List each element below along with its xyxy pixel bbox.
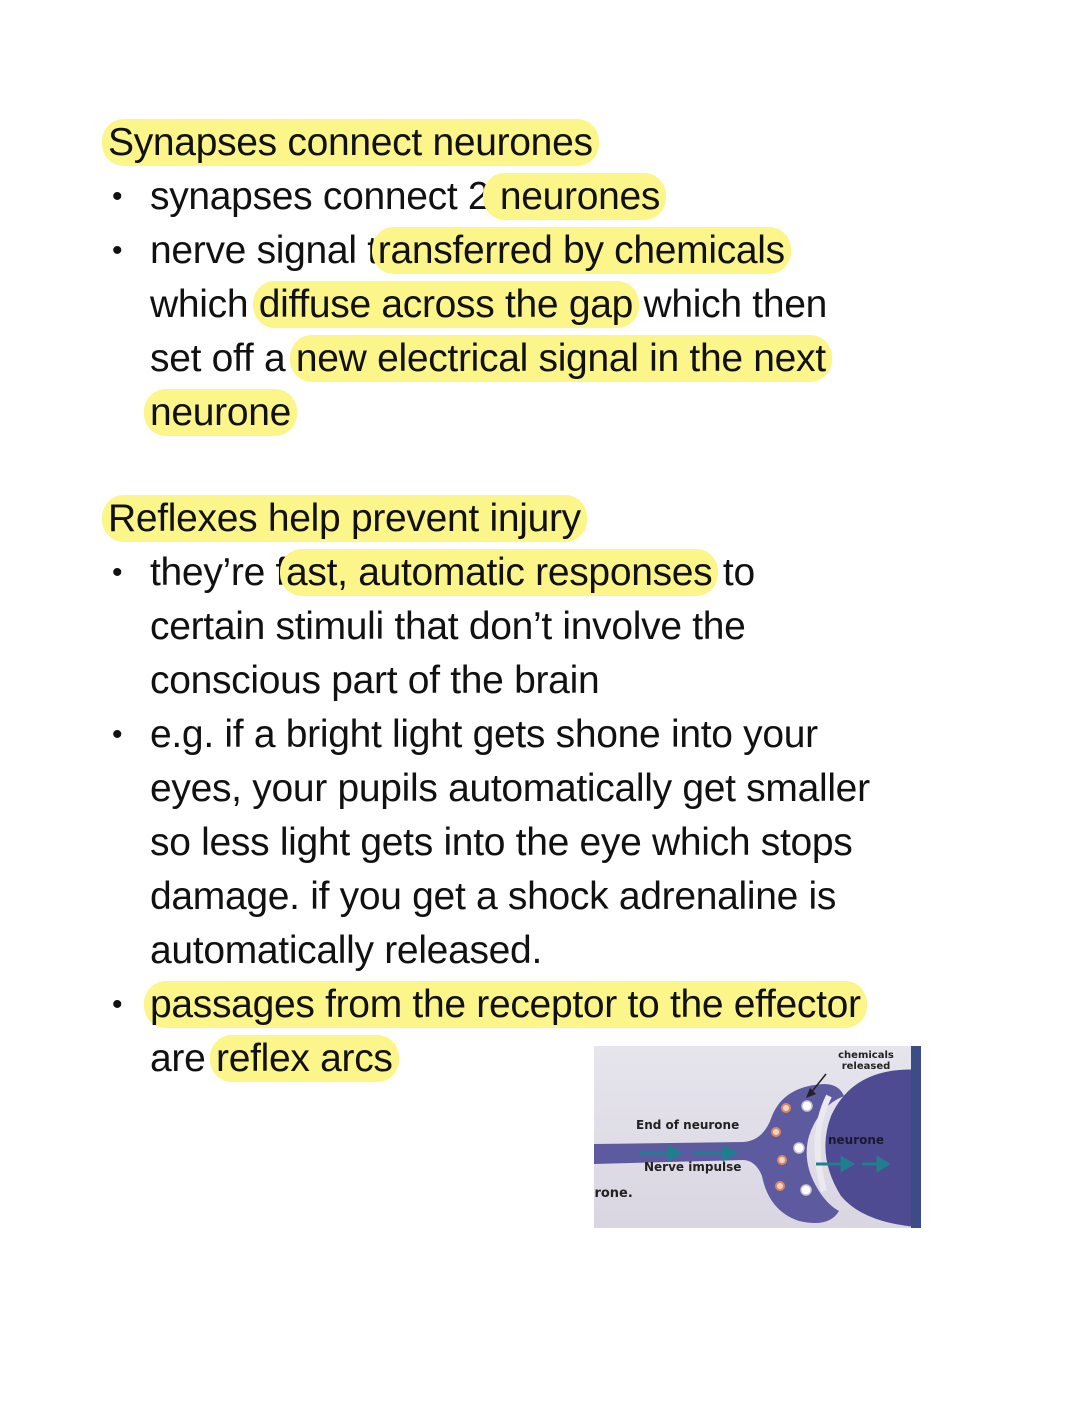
bullet-text: synapses connect 2 neurones bbox=[150, 170, 667, 224]
bullet-text: nerve signal transferred by chemicals bbox=[150, 224, 791, 278]
bullet-text: e.g. if a bright light gets shone into y… bbox=[150, 713, 818, 756]
label-neurone: neurone bbox=[828, 1133, 885, 1147]
nerve-impulse-arrows bbox=[639, 1144, 891, 1173]
label-cropped-text: ırone. bbox=[594, 1186, 633, 1201]
bullet-text-continuation: are reflex arcs bbox=[150, 1032, 399, 1086]
section-heading-synapses: Synapses connect neurones bbox=[102, 116, 599, 170]
bullet-text-continuation: neurone bbox=[144, 386, 298, 440]
bullet-text-continuation: automatically released. bbox=[150, 929, 542, 972]
bullet-text-continuation: damage. if you get a shock adrenaline is bbox=[150, 875, 837, 918]
synapse-diagram-image: chemicals released End of neurone Nerve … bbox=[594, 1046, 921, 1228]
synapse-illustration bbox=[594, 1069, 921, 1228]
bullet-text: they’re fast, automatic responses to bbox=[150, 549, 755, 596]
bullet-icon: • bbox=[112, 180, 123, 213]
bullet-icon: • bbox=[112, 234, 123, 267]
label-chemicals-released: chemicals released bbox=[838, 1050, 894, 1072]
bullet-text-continuation: which diffuse across the gap which then bbox=[150, 281, 828, 328]
bullet-text-continuation: so less light gets into the eye which st… bbox=[150, 821, 853, 864]
bullet-text-continuation: eyes, your pupils automatically get smal… bbox=[150, 767, 870, 810]
book-page-edge bbox=[911, 1046, 921, 1228]
vesicle-icons bbox=[771, 1103, 791, 1191]
bullet-icon: • bbox=[112, 988, 123, 1021]
label-nerve-impulse: Nerve impulse bbox=[644, 1160, 742, 1174]
section-heading-reflexes: Reflexes help prevent injury bbox=[102, 492, 587, 546]
label-end-of-neurone: End of neurone bbox=[636, 1118, 740, 1132]
bullet-icon: • bbox=[112, 718, 123, 751]
bullet-icon: • bbox=[112, 556, 123, 589]
bullet-text-continuation: certain stimuli that don’t involve the bbox=[150, 605, 746, 648]
bullet-text-continuation: conscious part of the brain bbox=[150, 659, 600, 702]
bullet-text: passages from the receptor to the effect… bbox=[144, 978, 867, 1032]
bullet-text-continuation: set off a new electrical signal in the n… bbox=[150, 332, 832, 386]
